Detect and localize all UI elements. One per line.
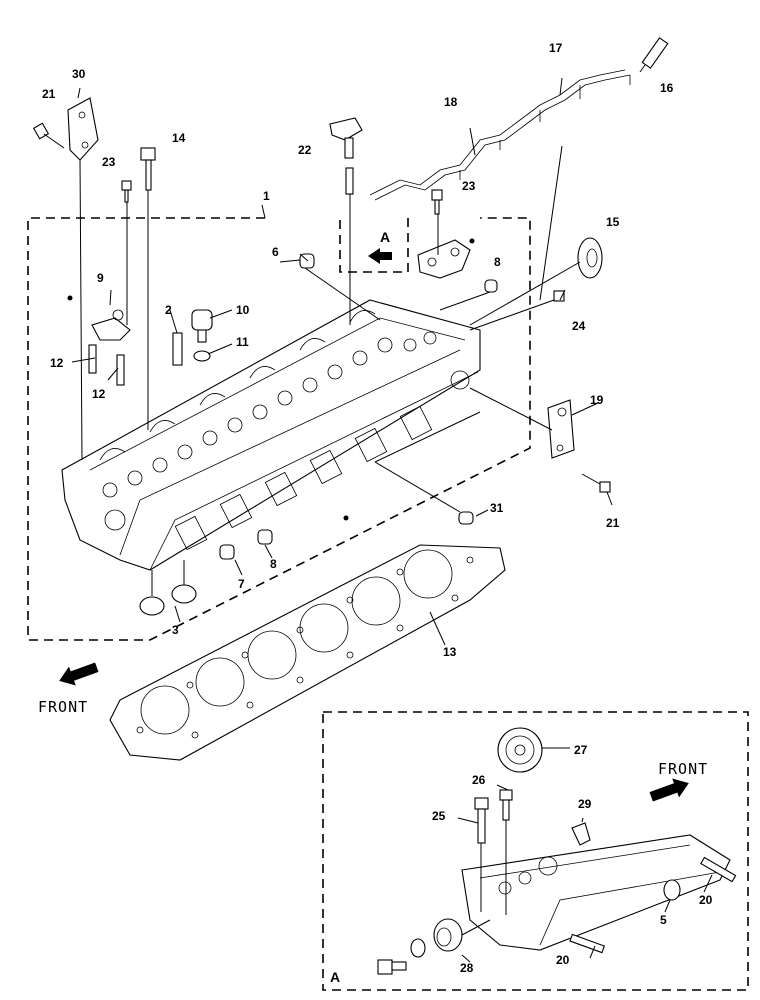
callout-8-bottom: 8 — [270, 557, 277, 571]
callout-1: 1 — [263, 189, 270, 203]
callout-31: 31 — [490, 501, 504, 515]
key-part-29 — [571, 822, 591, 846]
seal-part-3 — [139, 584, 197, 616]
callout-27: 27 — [574, 743, 588, 757]
bolt-part-24 — [469, 290, 565, 331]
plug-part-7 — [219, 544, 235, 560]
injector-pipe-part-18 — [369, 69, 631, 201]
view-a-label: A — [380, 229, 390, 245]
seal-part-28 — [433, 918, 463, 952]
cylinder-head — [61, 299, 481, 571]
callout-12-lower: 12 — [92, 387, 106, 401]
callout-28-wrap: 29 — [578, 797, 592, 811]
callout-20-bottom: 20 — [556, 953, 570, 967]
callout-numbers: 1 2 3 5 6 7 8 8 9 10 11 12 12 13 14 15 1… — [42, 41, 713, 975]
callout-16: 16 — [660, 81, 674, 95]
callout-18: 18 — [444, 95, 458, 109]
detail-leader-lines — [457, 747, 713, 963]
callout-26: 26 — [472, 773, 486, 787]
bolt-part-23-left — [121, 180, 132, 203]
detail-a-box — [322, 711, 749, 991]
callout-21-right: 21 — [606, 516, 620, 530]
callout-22: 22 — [298, 143, 312, 157]
front-arrow-detail — [649, 778, 689, 802]
cap-part-9 — [91, 309, 131, 341]
callout-5: 5 — [660, 913, 667, 927]
callout-7: 7 — [238, 577, 245, 591]
reference-dot — [343, 515, 349, 521]
bolt-part-21-right — [581, 473, 611, 493]
callout-25: 25 — [432, 809, 446, 823]
callout-11: 11 — [236, 335, 249, 349]
plug-part-8-top — [484, 279, 498, 293]
cylinder-head-group-box — [27, 217, 531, 641]
bolt-part-25 — [474, 797, 489, 912]
valve-part-10 — [191, 309, 213, 343]
camshaft-gear-part-27 — [497, 727, 543, 773]
stud-part-20-right — [700, 856, 737, 883]
callout-6: 6 — [272, 245, 279, 259]
callout-10: 10 — [236, 303, 250, 317]
callout-23-left: 23 — [102, 155, 116, 169]
front-label-main: FRONT — [38, 698, 88, 716]
reference-dot — [67, 295, 73, 301]
bolt-part-21-top — [32, 122, 65, 149]
view-a-direction-arrow — [368, 248, 392, 264]
stud-part-20-bottom — [569, 933, 606, 954]
camshaft-gear-part-15 — [577, 237, 603, 279]
bolt-part-23-right — [431, 189, 443, 215]
plug-part-31 — [458, 511, 474, 525]
plug-part-5 — [663, 879, 681, 901]
glow-plug-part-16 — [639, 37, 669, 73]
bolt-part-26 — [499, 789, 513, 915]
rocker-part-22-bracket — [329, 117, 363, 195]
camshaft-bracket-view-a — [417, 239, 471, 279]
reference-dot — [469, 238, 475, 244]
front-arrow-main — [59, 662, 99, 686]
bolt-part-14 — [140, 147, 156, 191]
leader-lines — [71, 77, 613, 646]
pin-part-2 — [172, 332, 183, 366]
callout-14: 14 — [172, 131, 186, 145]
stud-part-12-lower — [116, 354, 125, 386]
plug-part-8-bottom — [257, 529, 273, 545]
callout-30: 30 — [72, 67, 86, 81]
callout-23-right: 23 — [462, 179, 476, 193]
callout-17: 17 — [549, 41, 563, 55]
bracket-part-19 — [547, 399, 575, 459]
washer-part-11 — [193, 350, 211, 362]
detail-a-label: A — [330, 969, 340, 985]
callout-2: 2 — [165, 303, 172, 317]
callout-8-top: 8 — [494, 255, 501, 269]
callout-21-top: 21 — [42, 87, 56, 101]
front-label-detail: FRONT — [658, 760, 708, 778]
callout-9: 9 — [97, 271, 104, 285]
callout-12-upper: 12 — [50, 356, 64, 370]
callout-13: 13 — [443, 645, 457, 659]
washer-detail-a — [410, 938, 426, 958]
callout-24: 24 — [572, 319, 586, 333]
callout-20-right: 20 — [699, 893, 713, 907]
detail-cylinder-head-rear — [461, 834, 731, 951]
callout-3: 3 — [172, 623, 179, 637]
callout-15: 15 — [606, 215, 620, 229]
rear-bracket-part-30 — [67, 97, 99, 161]
callout-28: 28 — [460, 961, 474, 975]
bolt-detail-a — [377, 959, 407, 975]
callout-19: 19 — [590, 393, 604, 407]
head-gasket — [109, 544, 506, 761]
